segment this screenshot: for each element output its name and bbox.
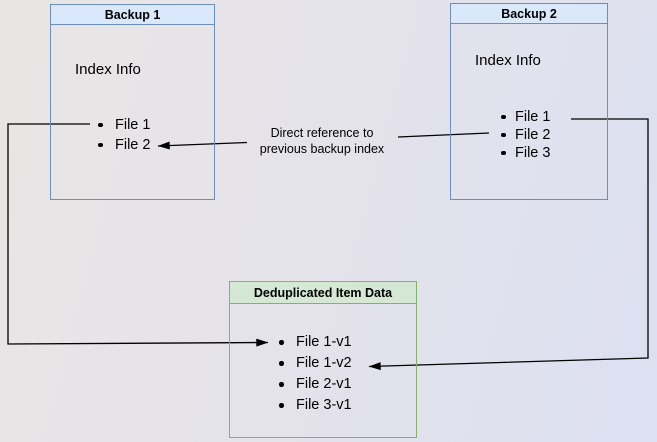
- list-item: File 2: [501, 126, 550, 144]
- list-item: File 2-v1: [279, 374, 352, 395]
- edge-label-line1: Direct reference to: [270, 126, 374, 140]
- backup2-box: Backup 2 Index Info File 1 File 2 File 3: [450, 3, 608, 200]
- dedup-box: Deduplicated Item Data File 1-v1 File 1-…: [229, 281, 417, 438]
- dedup-title: Deduplicated Item Data: [230, 282, 416, 304]
- backup2-title: Backup 2: [451, 4, 607, 24]
- backup2-file-list: File 1 File 2 File 3: [501, 108, 550, 162]
- backup1-file-list: File 1 File 2: [98, 115, 150, 155]
- list-item: File 3-v1: [279, 395, 352, 416]
- arrow-backup2-file1-to-dedup: [368, 118, 649, 371]
- edge-label: Direct reference to previous backup inde…: [242, 125, 402, 157]
- backup1-box: Backup 1 Index Info File 1 File 2: [50, 4, 215, 200]
- backup1-index-label: Index Info: [75, 61, 141, 78]
- edge-label-line2: previous backup index: [259, 142, 385, 156]
- list-item: File 1: [501, 108, 550, 126]
- arrow-backup1-file1-to-dedup: [7, 123, 269, 347]
- list-item: File 1: [98, 115, 150, 135]
- list-item: File 2: [98, 135, 150, 155]
- list-item: File 1-v2: [279, 353, 352, 374]
- arrow-backup2-file2-line-right-segment: [397, 132, 490, 138]
- list-item: File 1-v1: [279, 332, 352, 353]
- dedup-item-list: File 1-v1 File 1-v2 File 2-v1 File 3-v1: [279, 332, 352, 416]
- arrow-backup2-file2-to-backup1-index: [157, 141, 248, 150]
- backup1-title: Backup 1: [51, 5, 214, 25]
- list-item: File 3: [501, 144, 550, 162]
- backup2-index-label: Index Info: [475, 52, 541, 69]
